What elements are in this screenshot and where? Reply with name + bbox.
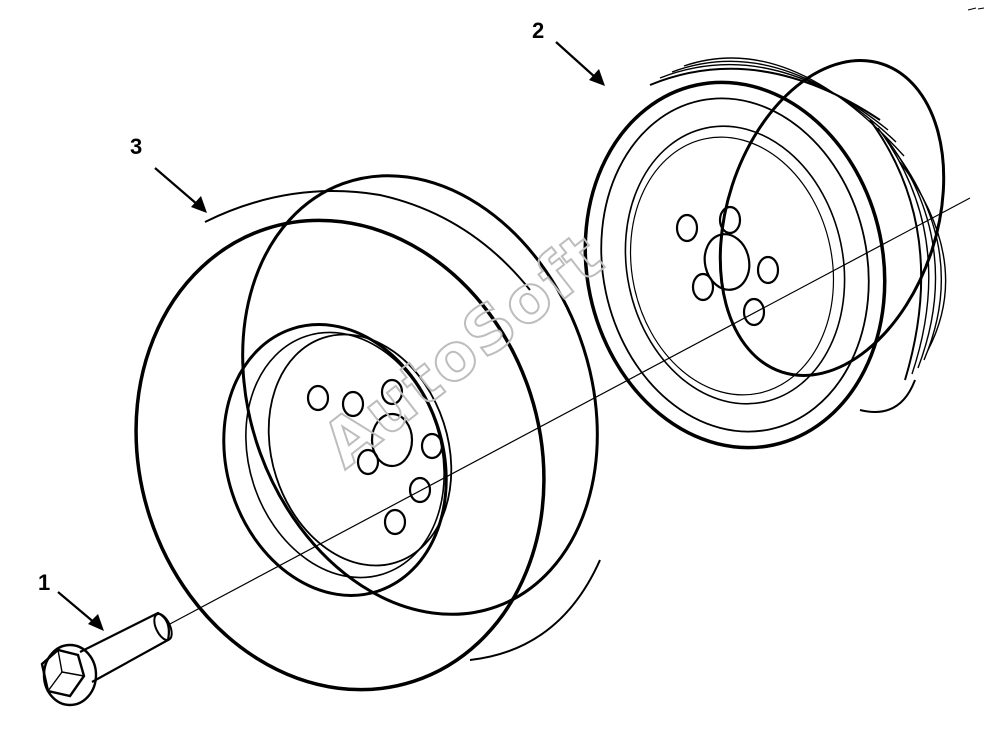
damper-bolt-holes xyxy=(306,378,444,536)
callout-arrow-1 xyxy=(57,591,104,631)
damper-ring xyxy=(134,174,601,692)
callout-3: 3 xyxy=(130,134,142,159)
corner-mark xyxy=(967,7,985,11)
callout-1: 1 xyxy=(38,570,50,595)
bolt xyxy=(40,611,173,707)
watermark: AutoSoft xyxy=(309,219,618,483)
callout-arrow-2 xyxy=(555,41,605,86)
center-axis-line xyxy=(167,197,971,626)
pulley-bolt-holes xyxy=(675,205,780,327)
callout-arrow-3 xyxy=(154,167,207,213)
callout-2: 2 xyxy=(532,18,544,43)
crankshaft-pulley xyxy=(583,57,947,450)
pulley-grooves xyxy=(649,57,947,413)
